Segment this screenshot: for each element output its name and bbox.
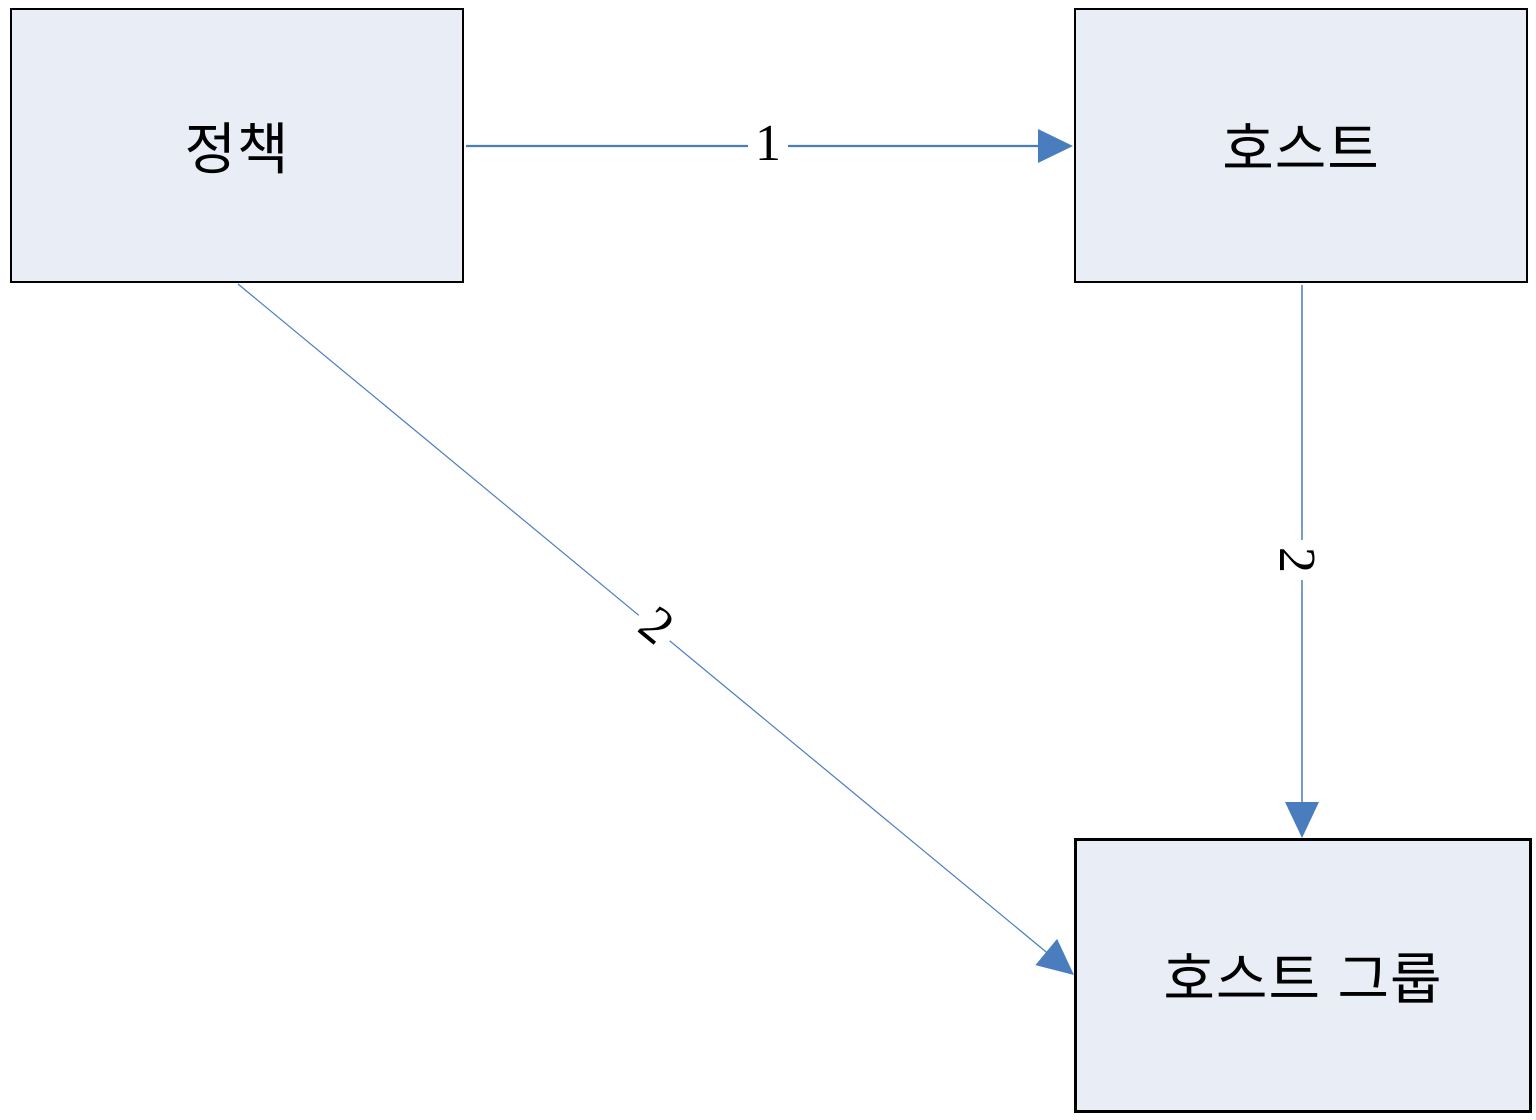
edge-host-hostgroup-arrowhead-icon [1285, 802, 1319, 838]
edge-policy-host-arrowhead-icon [1038, 129, 1073, 163]
edge-label-2-vertical: 2 [1268, 540, 1325, 580]
node-host: 호스트 [1074, 8, 1528, 283]
edge-label-1: 1 [748, 118, 788, 170]
node-policy: 정책 [10, 8, 464, 283]
node-host-group-label: 호스트 그룹 [1163, 948, 1443, 1011]
node-host-group: 호스트 그룹 [1074, 838, 1532, 1113]
node-host-label: 호스트 [1222, 118, 1380, 181]
edge-policy-hostgroup-arrowhead-icon [1035, 938, 1074, 975]
node-policy-label: 정책 [184, 118, 290, 181]
edge-label-2-diagonal: 2 [624, 593, 688, 659]
